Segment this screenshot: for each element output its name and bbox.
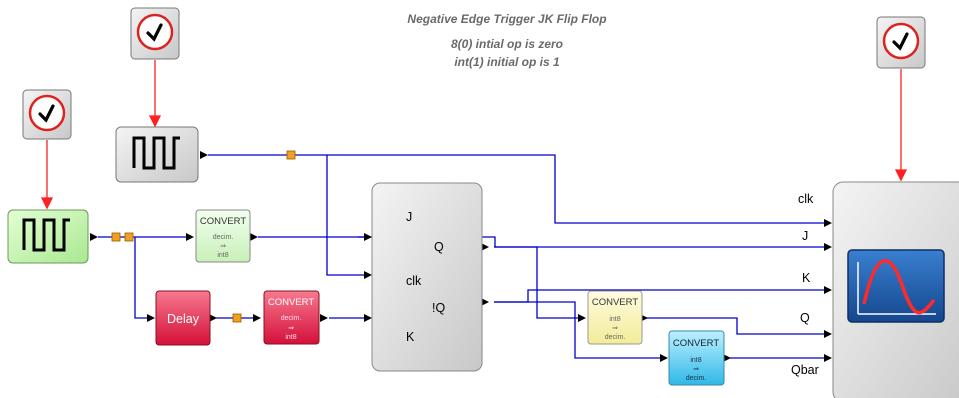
split-point: [232, 313, 242, 323]
convert-title: CONVERT: [200, 216, 246, 227]
convert-arrow: ⇒: [612, 324, 618, 332]
clock-icon: [28, 94, 66, 132]
diagram-note-2: int(1) initial op is 1: [454, 55, 560, 69]
convert-block-3[interactable]: CONVERT int8 ⇒ decim.: [587, 290, 643, 345]
convert-from: decim.: [213, 234, 234, 241]
clock-block-2[interactable]: [130, 7, 180, 60]
convert-arrow: ⇒: [220, 242, 226, 250]
square-wave-icon: [132, 136, 180, 170]
convert-to: decim.: [605, 334, 626, 341]
convert-title: CONVERT: [268, 297, 314, 308]
diagram-note-1: 8(0) intial op is zero: [450, 37, 564, 51]
clock-links: [40, 60, 908, 210]
convert-block-4[interactable]: CONVERT int8 ⇒ decim.: [668, 330, 725, 386]
jk-label-q: Q: [434, 240, 444, 254]
convert-from: int8: [609, 316, 620, 323]
scope-label-q: Q: [800, 311, 810, 325]
delay-block[interactable]: Delay: [155, 290, 211, 346]
convert-block-2[interactable]: CONVERT decim. ⇒ int8: [263, 290, 320, 345]
jk-label-clk: clk: [406, 274, 422, 288]
scope-label-clk: clk: [798, 192, 814, 206]
scope-input-labels: clk J K Q Qbar: [791, 192, 819, 377]
square-wave-icon: [22, 218, 70, 252]
clock-block-1[interactable]: [22, 89, 72, 140]
convert-block-1[interactable]: CONVERT decim. ⇒ int8: [195, 209, 251, 263]
clock-icon: [882, 22, 920, 60]
pulse-generator-top[interactable]: [115, 126, 199, 183]
pulse-generator-green[interactable]: [7, 209, 89, 264]
jk-flip-flop-block[interactable]: J Q clk !Q K: [371, 182, 483, 372]
clock-block-3[interactable]: [876, 16, 926, 69]
convert-to: decim.: [686, 375, 707, 382]
convert-title: CONVERT: [592, 297, 638, 308]
scope-label-j: J: [802, 229, 808, 243]
convert-from: int8: [690, 357, 701, 364]
split-points: [111, 150, 296, 323]
convert-arrow: ⇒: [288, 324, 294, 332]
convert-title: CONVERT: [673, 338, 719, 349]
jk-label-k: K: [406, 330, 415, 344]
scope-label-qbar: Qbar: [791, 363, 819, 377]
convert-from: decim.: [281, 315, 302, 322]
scope-label-k: K: [802, 271, 811, 285]
scope-display-icon: [847, 249, 945, 323]
diagram-title: Negative Edge Trigger JK Flip Flop: [407, 12, 607, 26]
delay-label: Delay: [167, 312, 200, 326]
jk-label-j: J: [406, 210, 412, 224]
wire-arrowheads: [90, 151, 832, 362]
jk-label-nq: !Q: [432, 301, 445, 315]
split-point: [124, 232, 134, 242]
split-point: [111, 232, 121, 242]
convert-to: int8: [217, 252, 228, 259]
split-point: [286, 150, 296, 160]
convert-arrow: ⇒: [693, 365, 699, 373]
clock-icon: [136, 13, 174, 51]
scope-block[interactable]: [832, 181, 959, 398]
convert-to: int8: [285, 334, 296, 341]
